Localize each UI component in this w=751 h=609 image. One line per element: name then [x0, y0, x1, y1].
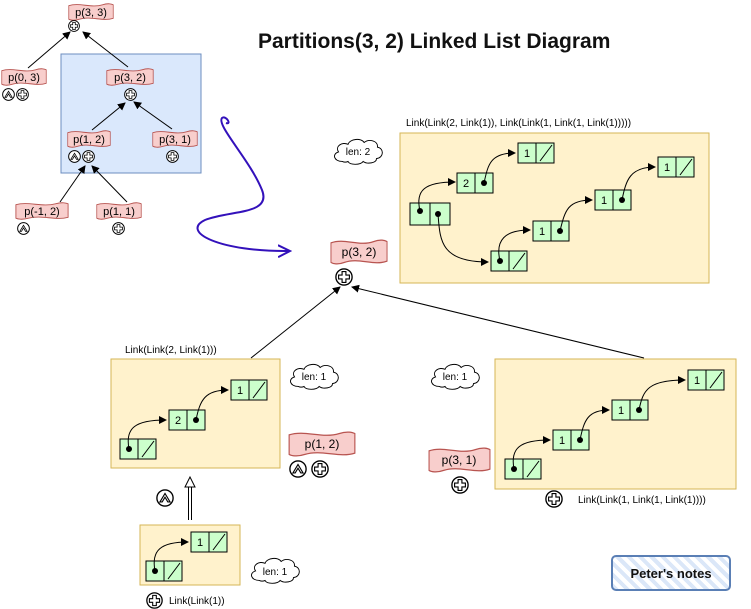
svg-text:p(3, 2): p(3, 2) — [342, 245, 377, 259]
pointer-arrow — [579, 406, 610, 441]
svg-text:p(3, 3): p(3, 3) — [75, 7, 107, 19]
recurse-up-icon — [156, 489, 174, 507]
list-cell: 1 — [230, 379, 268, 401]
tree-node-p11: p(1, 1) — [96, 202, 142, 220]
plus-icon — [166, 150, 179, 163]
plus-icon — [124, 88, 137, 101]
plus-icon — [68, 20, 80, 32]
svg-text:p(3, 1): p(3, 1) — [159, 134, 191, 146]
pointer-arrow — [153, 538, 189, 572]
recurse-up-icon — [289, 460, 307, 478]
pointer-arrow — [621, 163, 656, 201]
list-cell: 1 — [657, 156, 695, 178]
cell-value: 1 — [694, 375, 700, 387]
recurse-up-icon — [2, 88, 15, 101]
top-box-caption: Link(Link(2, Link(1)), Link(Link(1, Link… — [406, 118, 631, 129]
tree-node-p03: p(0, 3) — [1, 68, 47, 86]
edge-left-to-center — [250, 286, 341, 359]
plus-icon — [146, 592, 163, 609]
list-cell: 1 — [532, 220, 570, 242]
outer-head-cell — [409, 202, 451, 226]
pointer-arrow — [418, 178, 456, 212]
cell-value: 1 — [559, 435, 565, 447]
left-len-label: len: 1 — [302, 372, 327, 383]
cell-value: 1 — [664, 162, 670, 174]
cell-value: 1 — [601, 195, 607, 207]
plus-icon — [112, 222, 125, 235]
cell-value: 1 — [197, 537, 203, 549]
svg-text:p(0, 3): p(0, 3) — [8, 72, 40, 84]
recurse-up-icon — [17, 222, 30, 235]
peters-notes-button[interactable]: Peter's notes — [611, 555, 731, 591]
list-cell: 1 — [611, 399, 649, 421]
page-title: Partitions(3, 2) Linked List Diagram — [258, 30, 611, 53]
pointer-arrow — [638, 376, 686, 411]
right-node: p(3, 1) — [428, 447, 491, 473]
pointer-arrow — [512, 436, 551, 470]
plus-icon — [16, 88, 29, 101]
list-cell: 1 — [517, 142, 555, 164]
edge-right-to-center — [351, 284, 645, 359]
head-cell — [119, 438, 157, 460]
pointer-arrow — [498, 226, 531, 262]
svg-text:p(1, 1): p(1, 1) — [103, 206, 135, 218]
svg-text:p(1, 2): p(1, 2) — [73, 134, 105, 146]
inner-head-cell — [490, 250, 528, 272]
pointer-arrow — [437, 213, 489, 266]
right-box-caption: Link(Link(1, Link(1, Link(1)))) — [578, 495, 706, 506]
cell-value: 2 — [175, 415, 181, 427]
cell-value: 2 — [463, 178, 469, 190]
list-cell: 1 — [552, 429, 590, 451]
cell-value: 1 — [237, 385, 243, 397]
pointer-arrow — [559, 196, 593, 232]
bottom-box-list: 1 — [145, 531, 228, 582]
right-box-list: 1 1 1 — [504, 369, 725, 480]
recurse-up-icon — [68, 150, 81, 163]
plus-icon — [335, 268, 353, 286]
left-node: p(1, 2) — [288, 431, 356, 457]
list-cell: 1 — [594, 189, 632, 211]
tree-node-p32: p(3, 2) — [106, 68, 154, 86]
tree-edges — [27, 31, 173, 203]
list-cell: 2 — [456, 172, 494, 194]
top-len-label: len: 2 — [346, 147, 371, 158]
svg-text:p(3, 2): p(3, 2) — [114, 72, 146, 84]
up-hollow-arrow-head — [184, 475, 196, 488]
cell-value: 1 — [524, 148, 530, 160]
svg-text:p(1, 2): p(1, 2) — [305, 437, 340, 451]
pointer-arrow — [127, 416, 167, 450]
svg-text:p(-1, 2): p(-1, 2) — [24, 206, 59, 218]
plus-icon — [311, 460, 329, 478]
pointer-arrow — [195, 386, 229, 421]
head-cell — [145, 560, 183, 582]
svg-text:p(3, 1): p(3, 1) — [442, 453, 477, 467]
left-box-caption: Link(Link(2, Link(1))) — [125, 345, 217, 356]
tree-node-p31: p(3, 1) — [152, 130, 198, 148]
zoom-curve-arrow — [196, 116, 290, 251]
list-cell: 1 — [190, 531, 228, 553]
left-box-list: 21 — [119, 379, 268, 460]
plus-icon — [82, 150, 95, 163]
bottom-box-caption: Link(Link(1)) — [169, 596, 225, 607]
tree-node-root: p(3, 3) — [68, 3, 114, 21]
bottom-len-label: len: 1 — [263, 567, 288, 578]
tree-node-p12: p(1, 2) — [67, 130, 111, 148]
tree-node-pm12: p(-1, 2) — [15, 202, 69, 220]
head-cell — [504, 458, 542, 480]
center-node: p(3, 2) — [330, 239, 388, 265]
cell-value: 1 — [618, 405, 624, 417]
pointer-arrow — [483, 149, 516, 184]
plus-icon — [451, 476, 469, 494]
top-box-list: 2 1 1 1 1 — [409, 142, 695, 272]
list-cell: 2 — [168, 409, 206, 431]
plus-icon — [545, 490, 563, 508]
list-cell: 1 — [687, 369, 725, 391]
cell-value: 1 — [539, 226, 545, 238]
right-len-label: len: 1 — [443, 372, 468, 383]
